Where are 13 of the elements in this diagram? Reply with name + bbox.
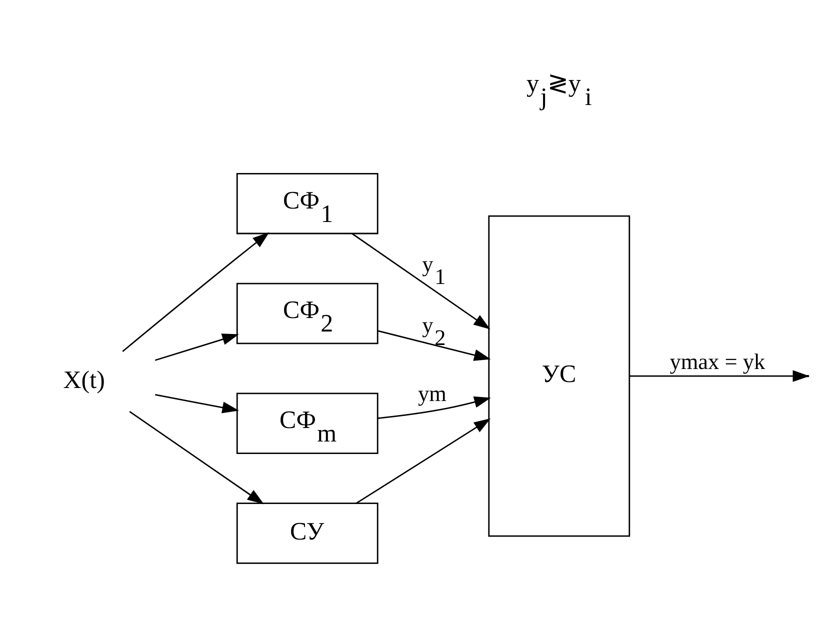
arrow bbox=[122, 232, 269, 352]
node-box: УС bbox=[488, 214, 630, 536]
arrow bbox=[351, 232, 490, 329]
edge-label: ym bbox=[417, 380, 446, 406]
edge-label: ymax = yk bbox=[669, 348, 765, 374]
node-box: СУ bbox=[236, 502, 378, 564]
arrow bbox=[377, 330, 490, 360]
arrow bbox=[377, 396, 490, 418]
arrow bbox=[154, 394, 238, 413]
arrow bbox=[355, 418, 490, 504]
arrow bbox=[154, 333, 238, 360]
arrow bbox=[128, 410, 264, 504]
node-text: X(t) bbox=[62, 366, 104, 394]
